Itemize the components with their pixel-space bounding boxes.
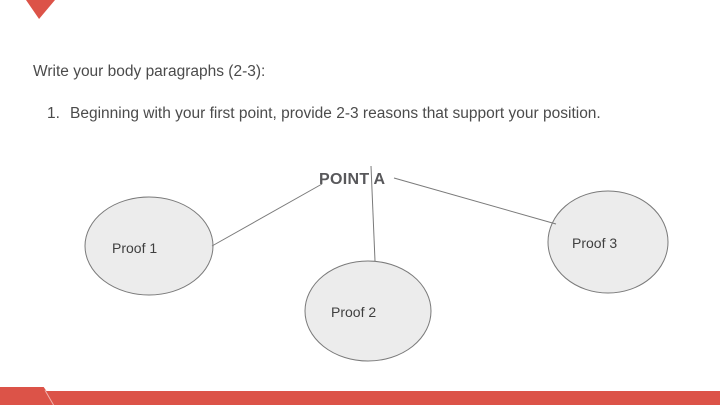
proof2-label: Proof 2 — [331, 304, 377, 320]
point-a-label: POINT A — [319, 171, 386, 188]
list-item-text: Beginning with your first point, provide… — [70, 105, 601, 122]
list-item-number: 1. — [47, 105, 60, 122]
connector-pointa-proof3 — [393, 177, 557, 225]
accent-bottom-bar — [0, 391, 720, 405]
connector-pointa-proof1 — [211, 183, 323, 247]
connector-pointa-proof2 — [370, 165, 376, 262]
slide-title: Write your body paragraphs (2-3): — [33, 63, 266, 80]
proof2-ellipse — [304, 260, 432, 362]
proof1-label: Proof 1 — [112, 240, 158, 256]
proof3-ellipse — [547, 190, 669, 294]
numbered-list-item: 1. Beginning with your first point, prov… — [47, 105, 601, 123]
proof3-label: Proof 3 — [572, 235, 618, 251]
